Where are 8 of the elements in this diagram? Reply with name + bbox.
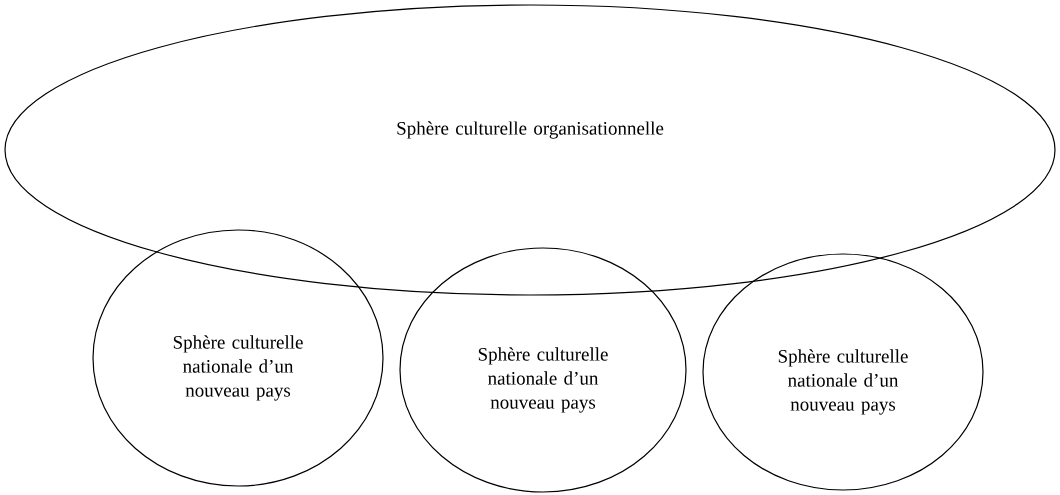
ellipse-label: Sphère culturelle nationale d’un nouveau pays [478,347,608,413]
ellipse-label: Sphère culturelle nationale d’un nouveau pays [173,335,303,401]
ellipse-label: Sphère culturelle nationale d’un nouveau pays [778,349,908,415]
ellipse [92,229,384,487]
ellipse [399,247,687,493]
ellipse [702,253,984,491]
ellipse-label: Sphère culturelle organisationnelle [397,121,664,139]
ellipse [4,4,1056,296]
